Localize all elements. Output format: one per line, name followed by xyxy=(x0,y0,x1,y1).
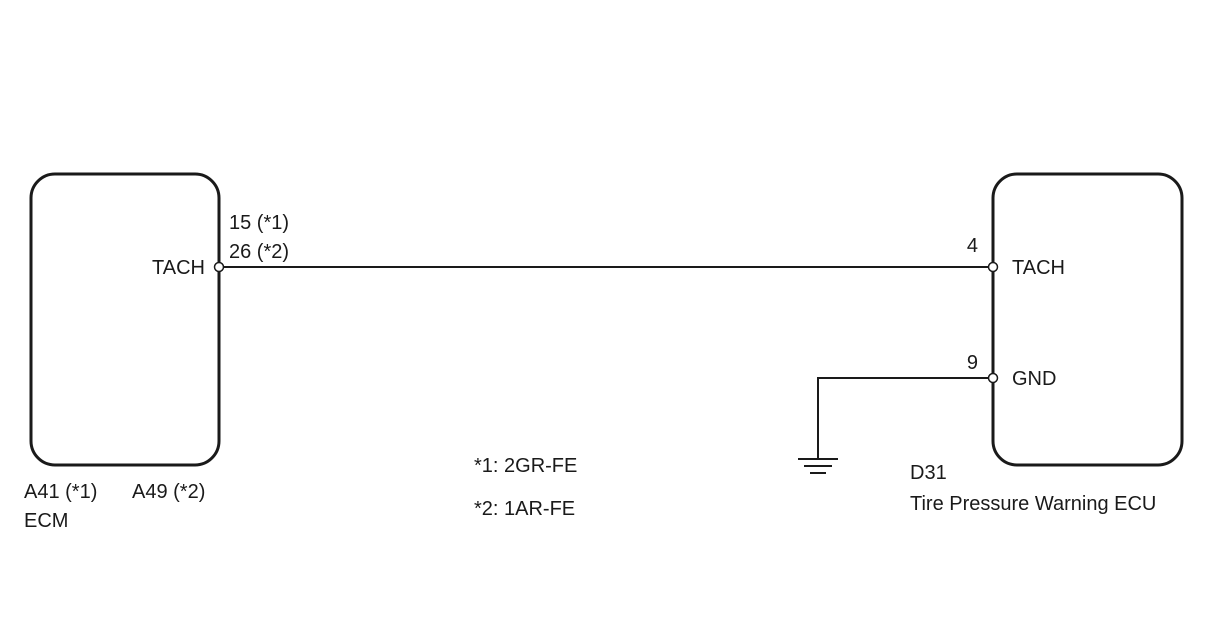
footnote-2: *2: 1AR-FE xyxy=(474,498,575,520)
ground-symbol-icon xyxy=(798,458,838,474)
tpw-ecu-component: 4 TACH 9 GND D31 Tire Pressure Warning E… xyxy=(910,172,1184,515)
footnote-1: *1: 2GR-FE xyxy=(474,455,577,477)
ecm-component: TACH 15 (*1) 26 (*2) A41 (*1) A49 (*2) E… xyxy=(24,172,289,532)
ecm-tach-terminal-icon xyxy=(213,261,225,273)
ecm-pin-label-2: 26 (*2) xyxy=(229,241,289,263)
ecu-gnd-pin: 9 xyxy=(967,352,978,374)
ecu-tach-label: TACH xyxy=(1012,257,1065,279)
ecu-gnd-terminal-icon xyxy=(987,372,999,384)
ecu-gnd-label: GND xyxy=(1012,368,1056,390)
ecu-tach-pin: 4 xyxy=(967,235,978,257)
ecu-tach-terminal-icon xyxy=(987,261,999,273)
ecm-pin-label-1: 15 (*1) xyxy=(229,212,289,234)
ecu-name: Tire Pressure Warning ECU xyxy=(910,493,1156,515)
tpw-ecu-box xyxy=(991,172,1184,467)
ecm-connector-label-2: A49 (*2) xyxy=(132,481,205,503)
ecm-name: ECM xyxy=(24,510,68,532)
ecm-connector-label-1: A41 (*1) xyxy=(24,481,97,503)
ecm-box xyxy=(29,172,221,467)
ecm-tach-label: TACH xyxy=(152,257,205,279)
ground-wire xyxy=(817,377,993,458)
ecu-connector-label: D31 xyxy=(910,462,947,484)
